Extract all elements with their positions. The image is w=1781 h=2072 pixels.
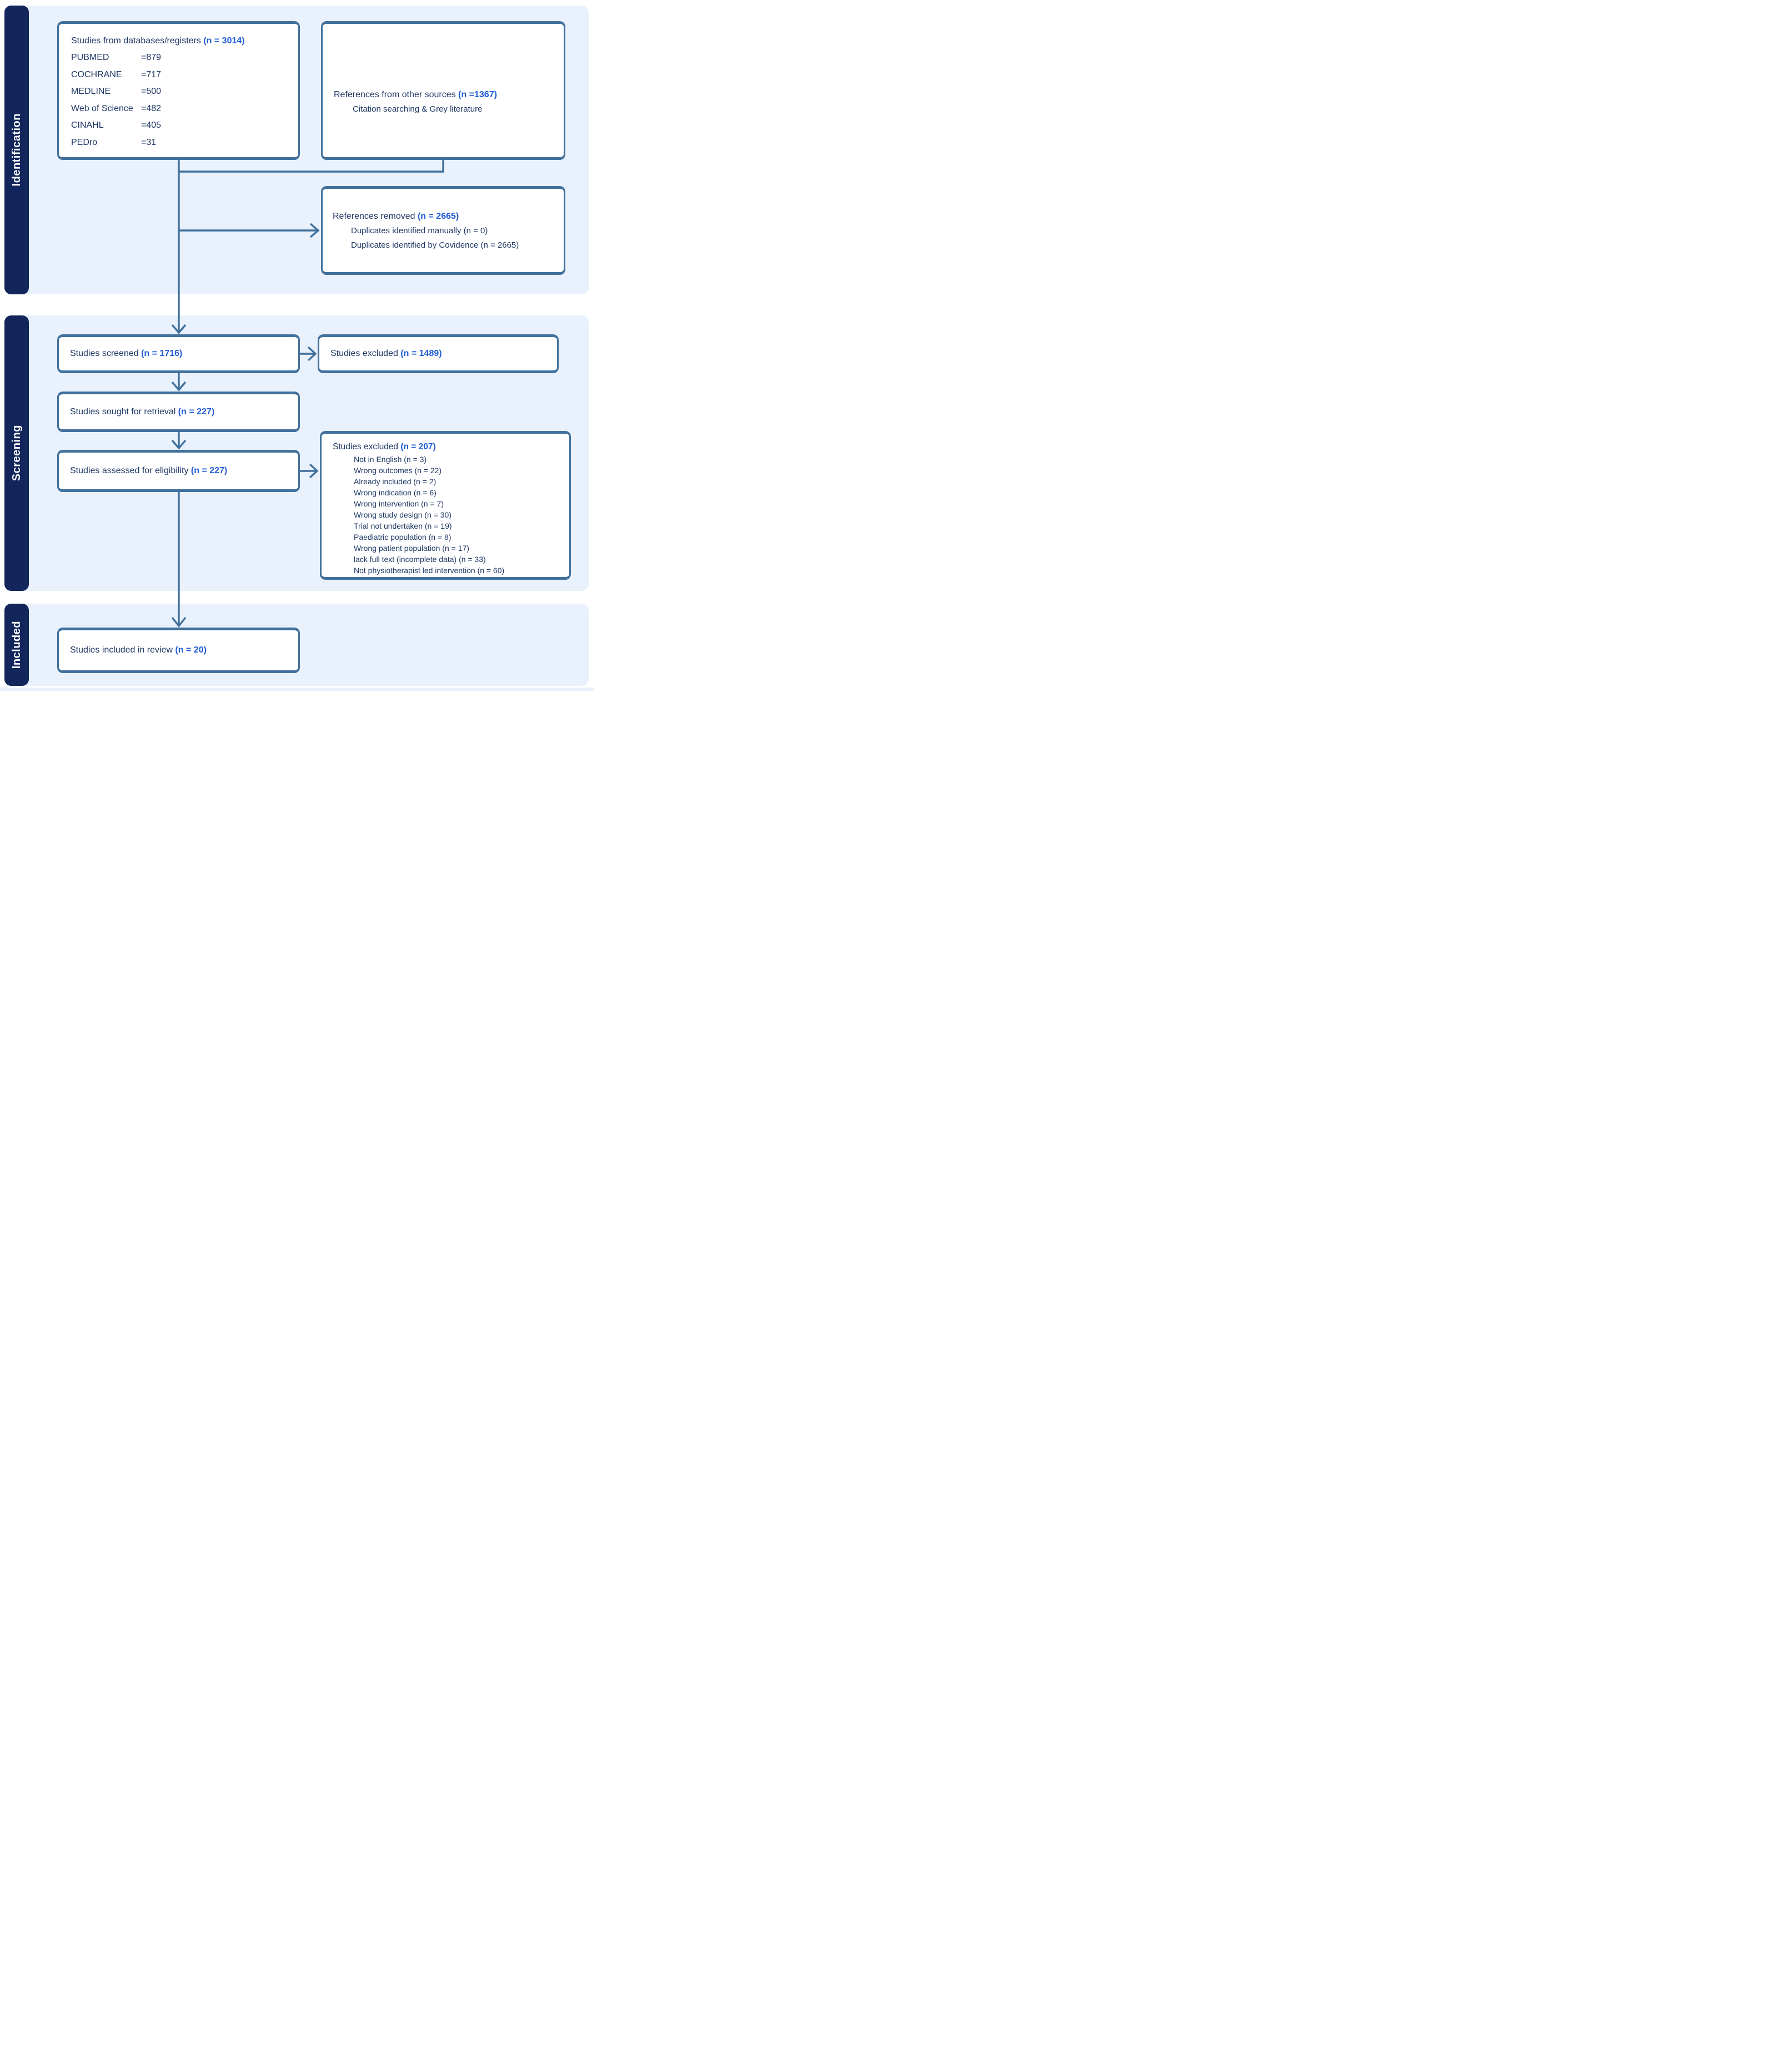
exclusion-reason: Not physiotherapist led intervention (n …: [354, 566, 505, 575]
exclusion-reason: Wrong study design (n = 30): [354, 510, 452, 519]
studies-assessed-count: (n = 227): [190, 466, 228, 475]
references-removed-item: Duplicates identified by Covidence (n = …: [351, 240, 519, 250]
stage-label-screening: Screening: [10, 425, 23, 481]
database-source-row: Web of Science =482: [71, 103, 162, 113]
exclusion-reason: Wrong patient population (n = 17): [354, 544, 469, 553]
other-sources-box: References from other sources (n =1367) …: [321, 21, 565, 160]
references-removed-count: (n = 2665): [417, 211, 459, 221]
studies-excluded-eligibility-count: (n = 207): [400, 442, 436, 451]
studies-included-box: Studies included in review (n = 20): [57, 628, 300, 673]
database-source-row: PUBMED =879: [71, 53, 162, 62]
studies-screened-title: Studies screened (n = 1716): [70, 349, 183, 358]
databases-count: (n = 3014): [203, 36, 245, 46]
stage-bar-identification: Identification: [4, 6, 29, 294]
studies-screened-count: (n = 1716): [141, 349, 183, 358]
prisma-flow-diagram: Identification Screening Included: [0, 0, 594, 691]
exclusion-reason: Trial not undertaken (n = 19): [354, 521, 452, 530]
other-sources-title: References from other sources (n =1367): [334, 90, 497, 99]
exclusion-reason: Wrong indication (n = 6): [354, 488, 437, 497]
stage-label-identification: Identification: [10, 113, 23, 187]
databases-box: Studies from databases/registers (n = 30…: [57, 21, 300, 160]
other-sources-count: (n =1367): [458, 90, 497, 99]
studies-screened-box: Studies screened (n = 1716): [57, 334, 300, 373]
studies-sought-count: (n = 227): [178, 407, 215, 417]
studies-sought-title: Studies sought for retrieval (n = 227): [70, 407, 215, 417]
database-source-row: CINAHL =405: [71, 121, 162, 130]
stage-bar-screening: Screening: [4, 315, 29, 591]
studies-assessed-title: Studies assessed for eligibility (n = 22…: [70, 466, 228, 475]
studies-included-title: Studies included in review (n = 20): [70, 645, 207, 655]
database-source-row: COCHRANE =717: [71, 69, 162, 79]
exclusion-reason: Not in English (n = 3): [354, 455, 427, 464]
exclusion-reason: Wrong outcomes (n = 22): [354, 466, 442, 475]
exclusion-reason: Already included (n = 2): [354, 477, 437, 486]
studies-excluded-screening-box: Studies excluded (n = 1489): [318, 334, 559, 373]
stage-label-included: Included: [10, 620, 23, 669]
database-source-row: PEDro =31: [71, 137, 157, 147]
other-sources-subtitle: Citation searching & Grey literature: [353, 104, 483, 114]
stage-bar-included: Included: [4, 604, 29, 686]
studies-excluded-eligibility-box: Studies excluded (n = 207) Not in Englis…: [320, 431, 571, 580]
databases-title: Studies from databases/registers (n = 30…: [71, 36, 245, 46]
bottom-strip: [0, 688, 594, 691]
references-removed-item: Duplicates identified manually (n = 0): [351, 225, 488, 235]
studies-excluded-screening-title: Studies excluded (n = 1489): [330, 349, 442, 358]
studies-included-count: (n = 20): [175, 645, 207, 655]
studies-excluded-eligibility-title: Studies excluded (n = 207): [333, 442, 436, 451]
exclusion-reason: Wrong intervention (n = 7): [354, 499, 444, 508]
references-removed-title: References removed (n = 2665): [333, 211, 459, 221]
studies-excluded-screening-count: (n = 1489): [400, 349, 442, 358]
studies-sought-box: Studies sought for retrieval (n = 227): [57, 392, 300, 432]
studies-assessed-box: Studies assessed for eligibility (n = 22…: [57, 450, 300, 492]
exclusion-reason: lack full text (incomplete data) (n = 33…: [354, 555, 486, 564]
exclusion-reason: Paediatric population (n = 8): [354, 533, 451, 541]
database-source-row: MEDLINE =500: [71, 87, 162, 96]
references-removed-box: References removed (n = 2665) Duplicates…: [321, 186, 565, 275]
